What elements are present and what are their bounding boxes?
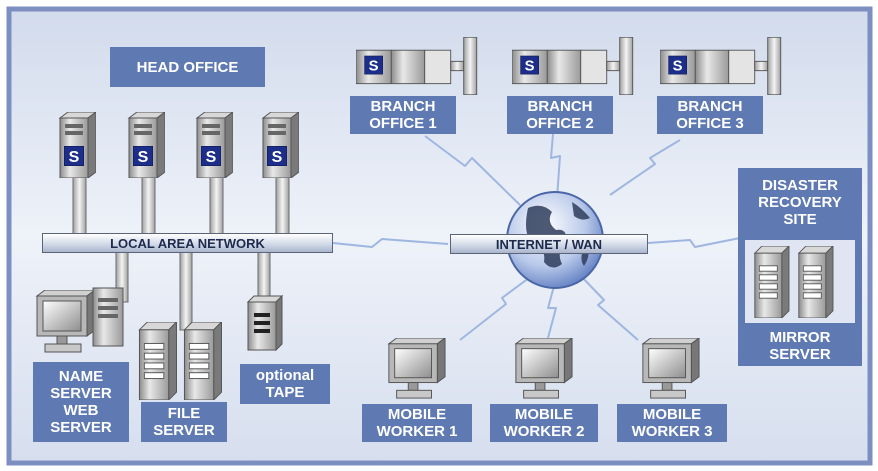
branch-office-1-label: BRANCH OFFICE 1 [350,96,456,134]
mirror-server-right [798,246,834,318]
head-office-server-2 [129,112,165,178]
head-office-server-4 [263,112,299,178]
head-office-server-3 [197,112,233,178]
name-web-server-icon [36,287,124,353]
mirror-server-label: MIRROR SERVER [769,329,831,363]
mobile-worker-1-label: MOBILE WORKER 1 [362,404,472,442]
mobile-worker-2-label: MOBILE WORKER 2 [490,404,598,442]
wan-bar: INTERNET / WAN [450,234,648,254]
network-links [332,133,741,341]
lan-bar: LOCAL AREA NETWORK [42,233,333,253]
mirror-server-left [754,246,790,318]
tape-label: optional TAPE [240,364,330,404]
head-office-label: HEAD OFFICE [110,47,265,87]
mobile-worker-3-label: MOBILE WORKER 3 [617,404,727,442]
disaster-recovery-label: DISASTER RECOVERY SITE [758,176,842,228]
branch-office-3-label: BRANCH OFFICE 3 [657,96,763,134]
head-office-server-1 [60,112,96,178]
tape-drive-icon [246,294,284,352]
name-web-server-label: NAME SERVER WEB SERVER [33,362,129,442]
file-server-label: FILE SERVER [141,402,227,442]
disaster-recovery-panel [738,168,862,366]
branch-office-2-label: BRANCH OFFICE 2 [507,96,613,134]
